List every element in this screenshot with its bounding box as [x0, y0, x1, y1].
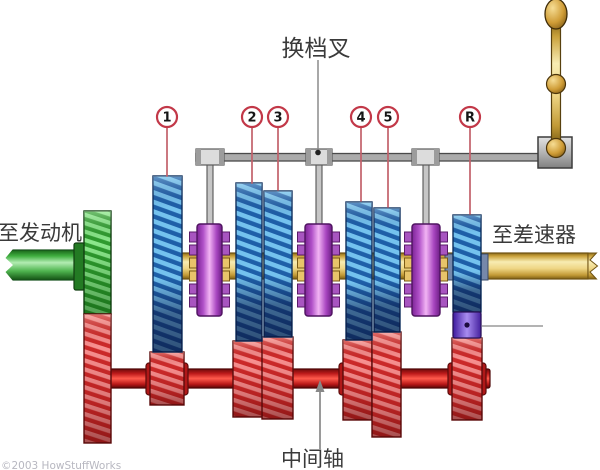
gear-2-blue [235, 182, 263, 342]
marker-label-4: 4 [356, 111, 365, 126]
gear-1-blue [152, 175, 183, 353]
rail-block-1 [195, 148, 225, 166]
fork-leader-dot [315, 149, 321, 156]
marker-label-2: 2 [247, 111, 256, 126]
main-shaft-break [587, 252, 599, 280]
gear-marker-2: 2 [240, 105, 264, 129]
fork-rod-3 [422, 162, 430, 228]
shift-knob [544, 0, 568, 30]
countershaft-arrow [315, 380, 325, 449]
label-to-engine: 至发动机 [0, 221, 82, 245]
lever-ball-upper [545, 73, 567, 95]
marker-label-5: 5 [383, 111, 392, 126]
gear-marker-r: R [458, 105, 482, 129]
reverse-coupler-pin [464, 322, 470, 328]
marker-label-1: 1 [162, 111, 171, 126]
watermark-text: ©2003 HowStuffWorks [1, 460, 121, 470]
fork-rod-2 [315, 162, 323, 228]
counter-driven-gear-red [83, 313, 112, 444]
label-shift-fork: 换档叉 [282, 36, 351, 62]
label-countershaft: 中间轴 [281, 447, 344, 470]
countershaft-gear-r [451, 337, 483, 421]
rail-block-3 [411, 148, 440, 166]
input-shaft-break [2, 249, 13, 281]
gear-marker-3: 3 [266, 105, 290, 129]
synchronizer-1 [189, 223, 230, 317]
shift-lever [537, 0, 573, 169]
countershaft-gear-4 [342, 339, 373, 421]
gear-5-blue [373, 207, 401, 333]
reverse-coupler [452, 311, 482, 339]
marker-label-3: 3 [273, 111, 282, 126]
gear-marker-1: 1 [155, 105, 179, 129]
lever-ball-lower [545, 137, 567, 159]
countershaft-gear-2 [232, 340, 265, 418]
gear-markers: 1 2 3 4 5 R [155, 105, 482, 215]
marker-label-r: R [465, 111, 475, 126]
gear-marker-5: 5 [376, 105, 400, 129]
gear-4-blue [345, 201, 373, 341]
fork-rod-1 [206, 162, 214, 228]
countershaft-gear-5 [371, 331, 402, 438]
input-shaft [2, 242, 86, 291]
label-to-differential: 至差速器 [492, 223, 576, 247]
input-gear-green [83, 210, 112, 315]
countershaft-gear-1 [149, 351, 185, 406]
gear-marker-4: 4 [349, 105, 373, 129]
countershaft-gear-3 [261, 336, 294, 420]
gear-3-blue [263, 190, 293, 338]
gear-r-blue [444, 214, 489, 313]
shift-rail [195, 60, 541, 228]
synchronizer-2 [297, 223, 340, 317]
synchronizer-3 [404, 223, 448, 317]
rail-block-2 [305, 148, 333, 166]
